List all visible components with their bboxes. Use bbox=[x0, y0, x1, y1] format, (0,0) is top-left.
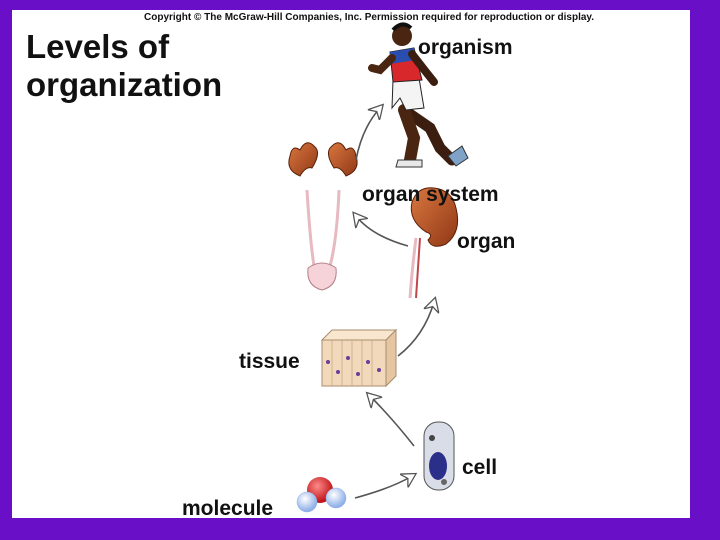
label-organism: organism bbox=[418, 36, 513, 59]
title-line-1: Levels of bbox=[26, 28, 170, 65]
kidney-illustration bbox=[408, 187, 459, 299]
cell-illustration bbox=[423, 421, 455, 491]
organization-diagram bbox=[288, 22, 469, 513]
copyright-notice: Copyright © The McGraw-Hill Companies, I… bbox=[144, 12, 595, 23]
tissue-illustration bbox=[320, 328, 398, 388]
arrow-molecule-to-cell bbox=[354, 476, 412, 499]
arrow-cell-to-tissue bbox=[370, 396, 415, 447]
label-organ: organ bbox=[457, 230, 516, 253]
arrow-organ-system-to-organism bbox=[355, 108, 380, 161]
label-tissue: tissue bbox=[239, 350, 300, 373]
label-cell: cell bbox=[462, 456, 498, 479]
arrow-organ-to-organ-system bbox=[356, 216, 409, 247]
title-line-2: organization bbox=[26, 66, 223, 103]
runner-illustration bbox=[368, 22, 469, 168]
label-organ-system: organ system bbox=[362, 183, 499, 206]
slide: Copyright © The McGraw-Hill Companies, I… bbox=[12, 10, 690, 518]
arrow-tissue-to-organ bbox=[397, 302, 434, 357]
molecule-illustration bbox=[296, 477, 347, 513]
label-molecule: molecule bbox=[182, 497, 274, 518]
slide-title: Levels of organization bbox=[26, 28, 222, 104]
organ-system-illustration bbox=[288, 142, 358, 291]
